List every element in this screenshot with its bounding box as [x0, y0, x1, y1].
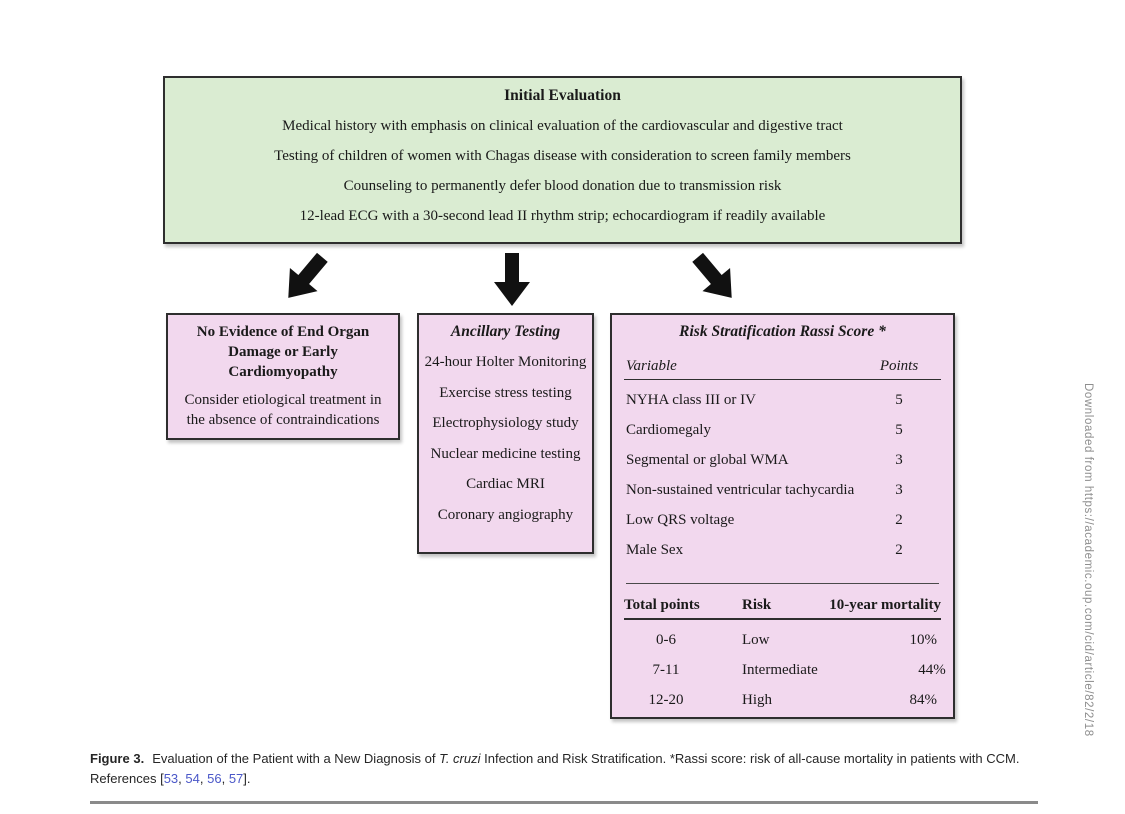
initial-evaluation-item: Counseling to permanently defer blood do… — [343, 178, 782, 194]
caption-text: Infection and Risk Stratification. *Rass… — [480, 751, 1020, 766]
risk-total-points: 12-20 — [648, 692, 684, 708]
risk-level: Low — [742, 632, 770, 648]
reference-link-57[interactable]: 57 — [228, 770, 244, 786]
rassi-header-variable: Variable — [626, 358, 677, 374]
rassi-variable-points: 2 — [895, 512, 903, 528]
no-evidence-title-line: Damage or Early — [228, 344, 338, 360]
rassi-variable-points: 5 — [895, 392, 903, 408]
rassi-variable-row: NYHA class III or IV 5 — [624, 391, 941, 410]
risk-table-row: 7-11 Intermediate 44% — [624, 661, 946, 680]
rassi-variable-row: Low QRS voltage 2 — [624, 511, 941, 530]
no-evidence-body: Consider etiological treatment in the ab… — [184, 392, 382, 428]
caption-references-prefix: References [ — [90, 770, 164, 786]
caption-text: Evaluation of the Patient with a New Dia… — [152, 751, 440, 766]
rassi-variable-name: Cardiomegaly — [626, 422, 711, 438]
initial-evaluation-title: Initial Evaluation — [504, 87, 621, 104]
rassi-variable-points: 3 — [895, 482, 903, 498]
ancillary-item: 24-hour Holter Monitoring — [424, 354, 587, 370]
reference-separator: , — [221, 770, 229, 786]
rassi-score-box: Risk Stratification Rassi Score * Variab… — [610, 313, 955, 719]
risk-table-row: 12-20 High 84% — [624, 691, 941, 710]
initial-evaluation-item: Medical history with emphasis on clinica… — [282, 118, 843, 134]
rassi-variable-row: Non-sustained ventricular tachycardia 3 — [624, 481, 941, 500]
rassi-variable-name: Low QRS voltage — [626, 512, 735, 528]
risk-header-risk: Risk — [742, 597, 772, 613]
ancillary-item: Coronary angiography — [437, 506, 574, 523]
no-evidence-title-line: No Evidence of End Organ — [196, 324, 370, 340]
risk-mortality: 44% — [918, 662, 946, 678]
no-evidence-box: No Evidence of End Organ Damage or Early… — [166, 313, 400, 440]
rassi-header-points: Points — [879, 358, 919, 374]
rassi-variables-header: Variable Points — [624, 357, 941, 380]
ancillary-item: Cardiac MRI — [466, 476, 545, 492]
risk-total-points: 7-11 — [652, 662, 680, 678]
risk-level: Intermediate — [742, 662, 818, 678]
ancillary-item: Nuclear medicine testing — [430, 445, 581, 462]
ancillary-testing-box: Ancillary Testing 24-hour Holter Monitor… — [417, 313, 594, 554]
risk-header-total-points: Total points — [624, 597, 700, 613]
rassi-variable-row: Cardiomegaly 5 — [624, 421, 941, 440]
ancillary-item: Electrophysiology study — [432, 415, 579, 431]
reference-separator: , — [199, 770, 208, 786]
initial-evaluation-item: 12-lead ECG with a 30-second lead II rhy… — [299, 208, 826, 224]
figure-caption: Figure 3. Evaluation of the Patient with … — [90, 749, 1042, 788]
rassi-variable-name: NYHA class III or IV — [626, 392, 756, 408]
rassi-divider — [626, 583, 939, 584]
rassi-variable-points: 2 — [895, 542, 903, 558]
down-right-arrow-icon — [680, 242, 750, 313]
reference-link-53[interactable]: 53 — [163, 770, 179, 786]
caption-figure-label: Figure 3. — [90, 751, 145, 766]
risk-table-header: Total points Risk 10-year mortality — [624, 596, 941, 620]
rassi-variable-name: Segmental or global WMA — [626, 452, 789, 468]
risk-table-row: 0-6 Low 10% — [624, 631, 941, 650]
no-evidence-title-line: Cardiomyopathy — [228, 364, 338, 380]
initial-evaluation-item: Testing of children of women with Chagas… — [274, 148, 851, 164]
reference-separator: , — [178, 770, 186, 786]
rassi-variable-row: Male Sex 2 — [624, 541, 941, 560]
reference-link-54[interactable]: 54 — [185, 770, 200, 786]
reference-link-56[interactable]: 56 — [207, 770, 222, 786]
initial-evaluation-box: Initial Evaluation Medical history with … — [163, 76, 962, 244]
rassi-variable-points: 3 — [895, 452, 903, 468]
rassi-score-title: Risk Stratification Rassi Score * — [679, 323, 886, 340]
down-arrow-icon — [490, 252, 534, 308]
rassi-variable-points: 5 — [895, 422, 903, 438]
caption-species-name: T. cruzi — [439, 751, 481, 766]
ancillary-testing-title: Ancillary Testing — [450, 323, 561, 340]
risk-level: High — [742, 692, 772, 708]
download-watermark: Downloaded from https://academic.oup.com… — [1082, 383, 1094, 737]
rassi-variable-row: Segmental or global WMA 3 — [624, 451, 941, 470]
rassi-variable-name: Male Sex — [626, 542, 684, 558]
risk-header-mortality: 10-year mortality — [829, 597, 941, 613]
ancillary-item: Exercise stress testing — [439, 384, 572, 401]
risk-mortality: 84% — [909, 692, 938, 708]
risk-total-points: 0-6 — [656, 632, 676, 648]
risk-mortality: 10% — [909, 632, 938, 648]
caption-references-suffix: ]. — [243, 770, 251, 786]
page-divider-rule — [90, 801, 1038, 804]
rassi-variable-name: Non-sustained ventricular tachycardia — [626, 482, 855, 498]
down-left-arrow-icon — [270, 242, 340, 313]
